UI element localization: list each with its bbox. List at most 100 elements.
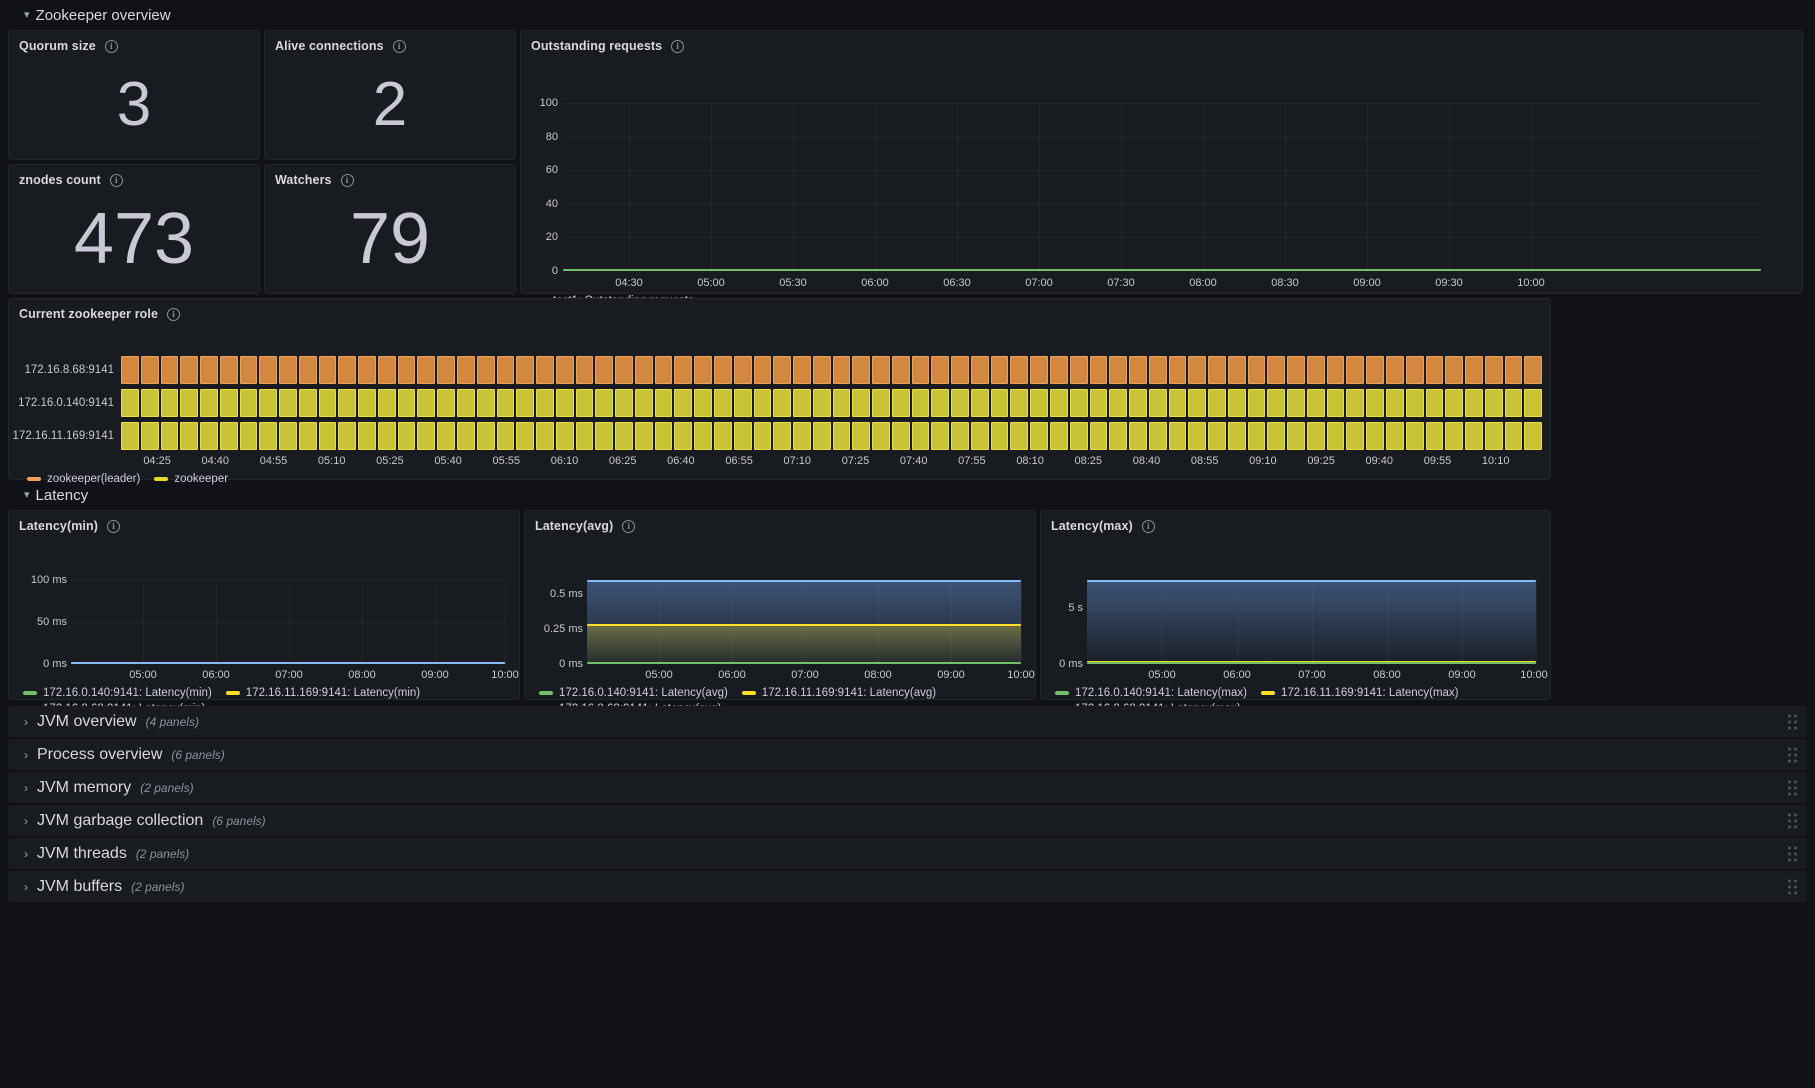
timeline-segment[interactable] <box>674 422 693 450</box>
timeline-segment[interactable] <box>654 356 673 384</box>
timeline-segment[interactable] <box>457 356 475 384</box>
timeline-segment[interactable] <box>674 389 693 417</box>
timeline-segment[interactable] <box>1148 389 1167 417</box>
legend-item[interactable]: 172.16.11.169:9141: Latency(max) <box>1260 687 1459 699</box>
timeline-segment[interactable] <box>713 422 732 450</box>
timeline-segment[interactable] <box>1208 422 1226 450</box>
timeline-segment[interactable] <box>970 422 989 450</box>
legend-item[interactable]: 172.16.11.169:9141: Latency(avg) <box>741 687 936 699</box>
timeline-segment[interactable] <box>990 356 1009 384</box>
info-icon[interactable]: i <box>1141 519 1155 533</box>
timeline-segment[interactable] <box>397 422 416 450</box>
timeline-segment[interactable] <box>1010 422 1029 450</box>
legend-item[interactable]: 172.16.0.140:9141: Latency(avg) <box>539 687 728 699</box>
timeline-segment[interactable] <box>1386 422 1404 450</box>
timeline-segment[interactable] <box>1405 389 1424 417</box>
timeline-segment[interactable] <box>1030 422 1048 450</box>
timeline-segment[interactable] <box>1030 389 1048 417</box>
timeline-segment[interactable] <box>733 422 752 450</box>
timeline-segment[interactable] <box>180 356 199 384</box>
timeline-segment[interactable] <box>457 422 475 450</box>
timeline-segment[interactable] <box>1148 422 1167 450</box>
timeline-segment[interactable] <box>437 356 456 384</box>
timeline-segment[interactable] <box>1247 422 1266 450</box>
panel-outstanding-requests[interactable]: Outstanding requests i 100 80 60 40 20 0 <box>520 30 1803 307</box>
info-icon[interactable]: i <box>622 519 636 533</box>
timeline-segment[interactable] <box>773 389 792 417</box>
timeline-segment[interactable] <box>1366 356 1384 384</box>
timeline-segment[interactable] <box>298 389 317 417</box>
panel-watchers[interactable]: Watchers i 79 <box>264 164 516 294</box>
timeline-segment[interactable] <box>970 356 989 384</box>
collapsed-row-jvm-garbage-collection[interactable]: ›JVM garbage collection(6 panels) <box>8 805 1807 836</box>
legend-item[interactable]: 172.16.0.140:9141: Latency(min) <box>23 687 212 699</box>
timeline-segment[interactable] <box>1010 389 1029 417</box>
timeline-segment[interactable] <box>1247 356 1266 384</box>
timeline-segment[interactable] <box>377 356 396 384</box>
timeline-segment[interactable] <box>516 422 535 450</box>
timeline-segment[interactable] <box>358 356 376 384</box>
timeline-segment[interactable] <box>1188 389 1207 417</box>
timeline-segment[interactable] <box>1109 389 1128 417</box>
timeline-segment[interactable] <box>634 389 653 417</box>
timeline-segment[interactable] <box>1326 356 1345 384</box>
row-header-latency[interactable]: ▾ Latency <box>8 480 1807 510</box>
collapsed-row-jvm-memory[interactable]: ›JVM memory(2 panels) <box>8 772 1807 803</box>
timeline-segment[interactable] <box>852 356 871 384</box>
timeline-segment[interactable] <box>911 422 930 450</box>
timeline-segment[interactable] <box>1109 422 1128 450</box>
timeline-segment[interactable] <box>1346 356 1365 384</box>
timeline-segment[interactable] <box>417 356 436 384</box>
timeline-segment[interactable] <box>496 356 515 384</box>
legend-item-zookeeper[interactable]: zookeeper <box>154 473 228 485</box>
timeline-segment[interactable] <box>1049 422 1068 450</box>
timeline-segment[interactable] <box>773 422 792 450</box>
timeline-segment[interactable] <box>891 356 910 384</box>
drag-handle-icon[interactable] <box>1788 879 1797 894</box>
timeline-segment[interactable] <box>1287 389 1305 417</box>
timeline-segment[interactable] <box>476 422 495 450</box>
timeline-segment[interactable] <box>160 422 179 450</box>
timeline-segment[interactable] <box>852 422 871 450</box>
timeline-segment[interactable] <box>318 389 337 417</box>
timeline-segment[interactable] <box>1010 356 1029 384</box>
panel-alive-connections[interactable]: Alive connections i 2 <box>264 30 516 160</box>
timeline-segment[interactable] <box>852 389 871 417</box>
timeline-segment[interactable] <box>457 389 475 417</box>
timeline-segment[interactable] <box>239 389 258 417</box>
panel-current-zookeeper-role[interactable]: Current zookeeper role i 172.16.8.68:914… <box>8 298 1551 485</box>
timeline-segment[interactable] <box>279 389 297 417</box>
timeline-segment[interactable] <box>1425 356 1444 384</box>
timeline-segment[interactable] <box>951 356 969 384</box>
info-icon[interactable]: i <box>107 519 120 533</box>
legend-item[interactable]: 172.16.0.140:9141: Latency(max) <box>1055 687 1247 699</box>
drag-handle-icon[interactable] <box>1788 747 1797 762</box>
timeline-segment[interactable] <box>536 422 554 450</box>
timeline-segment[interactable] <box>694 422 712 450</box>
timeline-segment[interactable] <box>753 422 772 450</box>
timeline-segment[interactable] <box>694 356 712 384</box>
timeline-segment[interactable] <box>793 422 811 450</box>
timeline-segment[interactable] <box>1168 422 1187 450</box>
timeline-segment[interactable] <box>575 356 594 384</box>
timeline-segment[interactable] <box>575 422 594 450</box>
timeline-segment[interactable] <box>990 389 1009 417</box>
timeline-segment[interactable] <box>1306 422 1325 450</box>
timeline-segment[interactable] <box>872 356 890 384</box>
timeline-segment[interactable] <box>1030 356 1048 384</box>
timeline-segment[interactable] <box>1287 422 1305 450</box>
timeline-segment[interactable] <box>951 422 969 450</box>
timeline-segment[interactable] <box>1465 389 1483 417</box>
timeline-segment[interactable] <box>931 422 950 450</box>
timeline-segment[interactable] <box>377 422 396 450</box>
timeline-segment[interactable] <box>773 356 792 384</box>
collapsed-row-process-overview[interactable]: ›Process overview(6 panels) <box>8 739 1807 770</box>
timeline-segment[interactable] <box>1267 356 1286 384</box>
timeline-segment[interactable] <box>1465 356 1483 384</box>
timeline-segment[interactable] <box>1405 356 1424 384</box>
timeline-segment[interactable] <box>1504 422 1523 450</box>
timeline-segment[interactable] <box>891 389 910 417</box>
timeline-segment[interactable] <box>1089 356 1108 384</box>
timeline-segment[interactable] <box>1168 389 1187 417</box>
drag-handle-icon[interactable] <box>1788 813 1797 828</box>
